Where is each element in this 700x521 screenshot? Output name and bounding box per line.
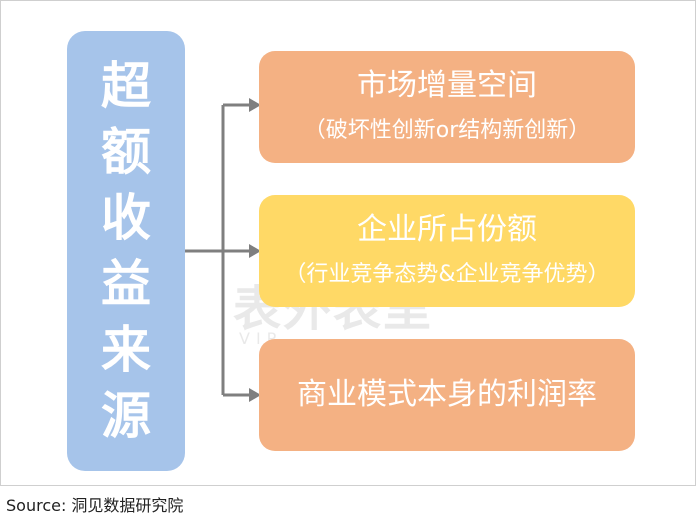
source-caption: Source: 洞见数据研究院 bbox=[6, 496, 184, 515]
arrowhead-bottom-icon bbox=[249, 388, 261, 402]
left-box-char: 益 bbox=[101, 255, 151, 313]
left-box-char: 收 bbox=[101, 189, 151, 247]
left-box-char: 来 bbox=[101, 321, 151, 379]
left-box-char: 额 bbox=[101, 123, 151, 181]
profit-margin-box: 商业模式本身的利润率 bbox=[259, 339, 635, 451]
box-title: 市场增量空间 bbox=[357, 68, 537, 103]
box-title: 企业所占份额 bbox=[357, 212, 537, 247]
box-subtitle: （行业竞争态势&企业竞争优势） bbox=[284, 262, 610, 287]
market-share-box: 企业所占份额 （行业竞争态势&企业竞争优势） bbox=[259, 195, 635, 307]
diagram-frame: 表外表里 VIP 超 额 收 益 来 源 市场增量空间 （破坏性创新or结构新创… bbox=[0, 0, 696, 486]
arrowhead-middle-icon bbox=[249, 244, 261, 258]
box-subtitle: （破坏性创新or结构新创新） bbox=[303, 118, 591, 143]
arrowhead-top-icon bbox=[249, 98, 261, 112]
left-box-char: 源 bbox=[101, 387, 151, 445]
box-title: 商业模式本身的利润率 bbox=[297, 377, 597, 412]
market-space-box: 市场增量空间 （破坏性创新or结构新创新） bbox=[259, 51, 635, 163]
excess-return-source-box: 超 额 收 益 来 源 bbox=[67, 31, 185, 471]
left-box-char: 超 bbox=[101, 57, 151, 115]
